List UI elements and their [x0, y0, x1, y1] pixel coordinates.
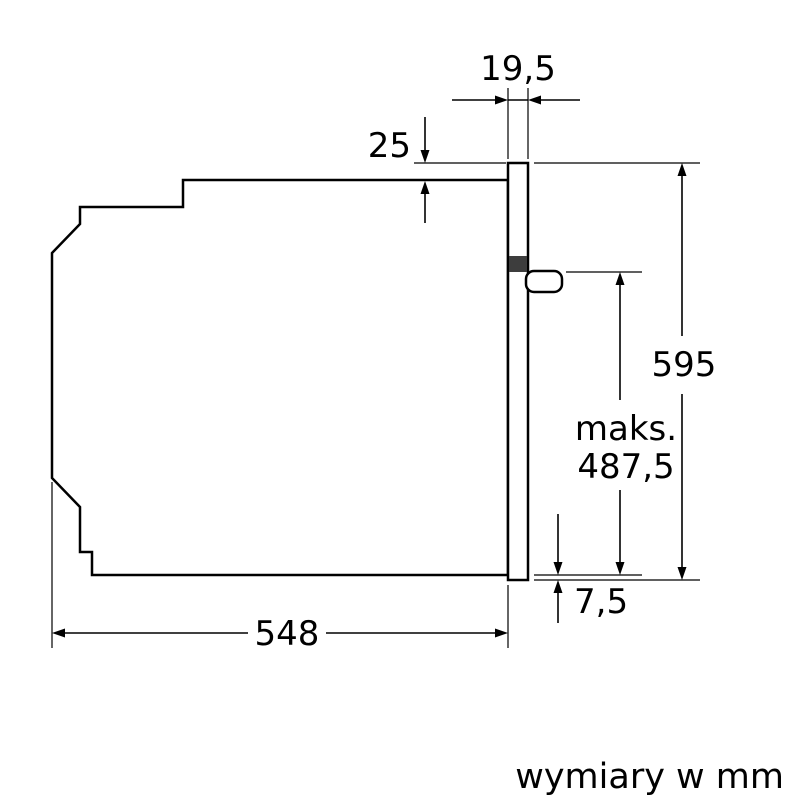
- dim-frame-thickness: 19,5: [452, 49, 580, 159]
- arrowhead-down-icon: [615, 562, 625, 575]
- arrowhead-down-icon: [553, 562, 563, 575]
- dim-front-height-label: 595: [652, 345, 717, 385]
- dim-handle-max: maks. 487,5: [534, 271, 677, 576]
- arrowhead-left-icon: [528, 95, 541, 105]
- dim-bottom-offset: 7,5: [553, 514, 628, 623]
- arrowhead-up-icon: [553, 580, 563, 593]
- arrowhead-up-icon: [420, 181, 430, 194]
- front-frame-panel: [506, 161, 530, 582]
- dim-handle-max-value-label: 487,5: [577, 447, 674, 487]
- dim-frame-thickness-label: 19,5: [480, 49, 556, 89]
- arrowhead-right-icon: [495, 95, 508, 105]
- dim-body-depth-label: 548: [255, 614, 320, 654]
- dim-bottom-offset-label: 7,5: [574, 582, 628, 622]
- arrowhead-up-icon: [615, 272, 625, 285]
- dim-top-offset: 25: [368, 117, 506, 223]
- arrowhead-down-icon: [677, 567, 687, 580]
- arrowhead-left-icon: [52, 628, 65, 638]
- dim-front-height: 595: [534, 162, 717, 581]
- arrowhead-down-icon: [420, 150, 430, 163]
- arrowhead-right-icon: [495, 628, 508, 638]
- units-footnote: wymiary w mm: [515, 757, 784, 797]
- door-handle: [524, 269, 564, 294]
- dim-body-depth: 548: [51, 482, 509, 654]
- arrowhead-up-icon: [677, 163, 687, 176]
- handle-mount: [509, 256, 527, 272]
- oven-body-profile: [50, 178, 510, 577]
- dim-top-offset-label: 25: [368, 126, 411, 166]
- appliance-outline: [50, 161, 564, 582]
- dim-handle-max-prefix-label: maks.: [575, 409, 677, 449]
